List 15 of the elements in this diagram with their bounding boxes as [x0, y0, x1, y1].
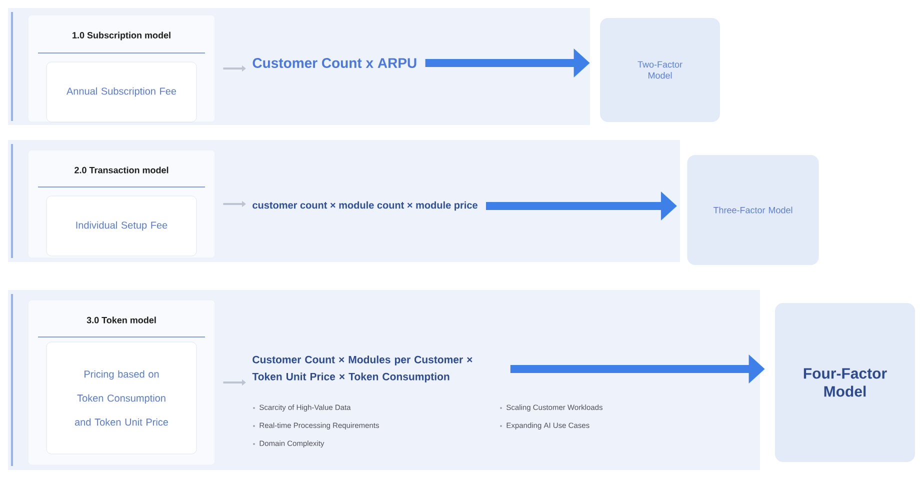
- card-heading: 3.0 Token model: [86, 316, 156, 324]
- fee-box: Annual Subscription Fee: [46, 62, 197, 122]
- fee-box: Pricing based on Token Consumption and Token Unit Price: [46, 342, 197, 454]
- fee-box: Individual Setup Fee: [46, 196, 197, 256]
- formula-text: Customer Count × Modules per Customer × Token Unit Price × Token Consumption: [252, 356, 472, 382]
- result-box: Four-Factor Model: [775, 303, 915, 462]
- model-card: [28, 150, 216, 258]
- model-card: [28, 300, 216, 466]
- result-box: Two-Factor Model: [600, 18, 720, 122]
- formula-text: customer count × module count × module price: [252, 201, 478, 211]
- model-card: [28, 14, 216, 122]
- formula-text: Customer Count x ARPU: [252, 58, 416, 68]
- result-box: Three-Factor Model: [687, 155, 819, 265]
- card-heading: 1.0 Subscription model: [72, 32, 170, 40]
- card-heading: 2.0 Transaction model: [74, 166, 168, 174]
